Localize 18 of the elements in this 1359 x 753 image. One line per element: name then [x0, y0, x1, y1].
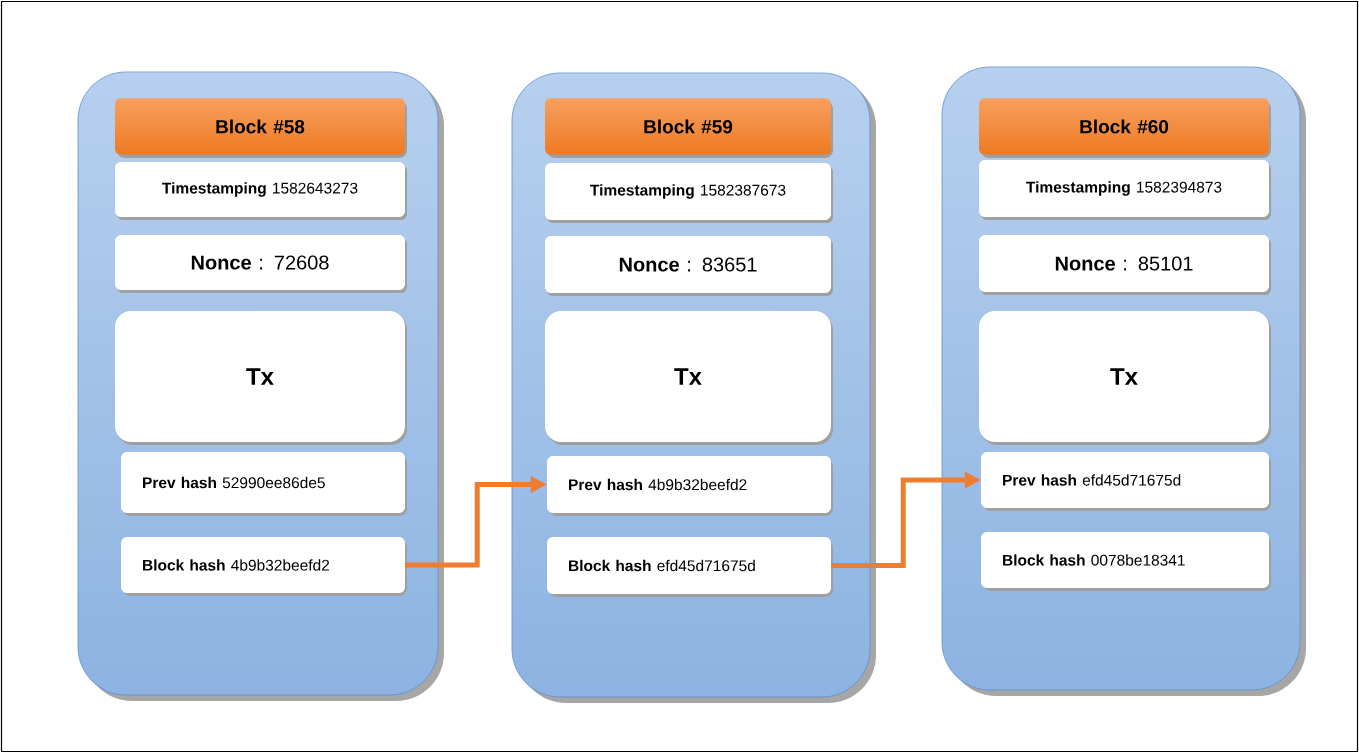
hash-box: Block hash efd45d71675d	[547, 537, 833, 597]
hash-box: Block hash 0078be18341	[981, 532, 1271, 591]
transactions-box: Tx	[979, 311, 1271, 445]
block-header: Block #59	[545, 98, 833, 158]
nonce-box: Nonce : 72608	[115, 235, 407, 293]
hash-box: Prev hash efd45d71675d	[981, 452, 1271, 511]
block-header: Block #58	[115, 98, 407, 158]
timestamp-box: Timestamping 1582643273	[115, 162, 407, 220]
hash-box: Prev hash 52990ee86de5	[121, 452, 407, 516]
hash-box: Prev hash 4b9b32beefd2	[547, 456, 833, 516]
block-header: Block #60	[979, 98, 1271, 158]
hash-box: Block hash 4b9b32beefd2	[121, 537, 407, 596]
transactions-box: Tx	[115, 311, 407, 445]
nonce-box: Nonce : 83651	[545, 236, 833, 296]
nonce-box: Nonce : 85101	[979, 235, 1271, 295]
timestamp-box: Timestamping 1582387673	[545, 163, 833, 223]
transactions-box: Tx	[545, 311, 833, 445]
timestamp-box: Timestamping 1582394873	[979, 160, 1271, 220]
